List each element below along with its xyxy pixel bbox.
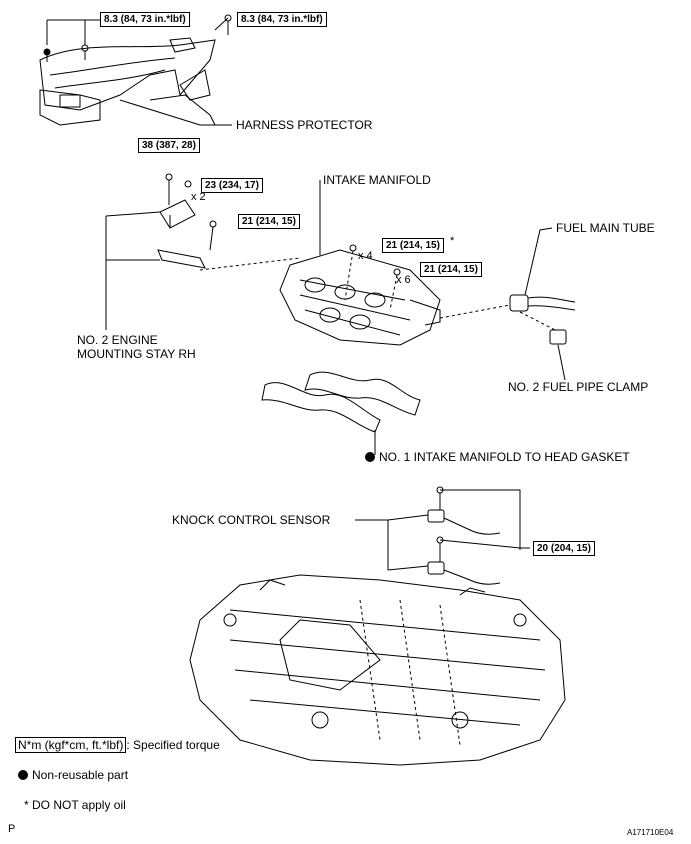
legend-dot-icon (18, 770, 28, 780)
torque-manifold-x4: 21 (214, 15) (382, 238, 444, 253)
nonreusable-dot-icon (365, 452, 375, 462)
legend-torque: N*m (kgf*cm, ft.*lbf): Specified torque (15, 737, 220, 753)
engine-stay-drawing (105, 173, 301, 330)
label-harness-protector: HARNESS PROTECTOR (236, 118, 373, 132)
harness-leader (119, 99, 232, 126)
legend-no-oil: * DO NOT apply oil (24, 798, 126, 812)
legend-torque-unit: N*m (kgf*cm, ft.*lbf) (15, 737, 127, 753)
torque-stay-x2: 23 (234, 17) (201, 178, 263, 193)
count-x2: x 2 (191, 191, 206, 203)
fuel-tube-drawing (509, 227, 576, 381)
torque-knock: 20 (204, 15) (533, 541, 595, 556)
intake-manifold-drawing (279, 180, 511, 346)
label-fuel-pipe-clamp: NO. 2 FUEL PIPE CLAMP (508, 380, 649, 394)
label-fuel-main-tube: FUEL MAIN TUBE (556, 221, 655, 235)
torque-stay-bolt: 21 (214, 15) (238, 214, 300, 229)
label-engine-stay-line1: NO. 2 ENGINE (77, 333, 158, 347)
footer-page-marker: P (8, 823, 16, 835)
label-gasket: NO. 1 INTAKE MANIFOLD TO HEAD GASKET (365, 450, 630, 464)
gasket-drawing (261, 371, 421, 455)
torque-harness-left: 8.3 (84, 73 in.*lbf) (100, 12, 190, 27)
torque-manifold-x6: 21 (214, 15) (420, 262, 482, 277)
asterisk-mark: * (450, 235, 455, 247)
count-x6: x 6 (396, 274, 411, 286)
label-knock-sensor: KNOCK CONTROL SENSOR (172, 513, 331, 527)
label-gasket-text: NO. 1 INTAKE MANIFOLD TO HEAD GASKET (379, 450, 630, 464)
legend-nonreusable: Non-reusable part (18, 768, 128, 782)
torque-harness-right: 8.3 (84, 73 in.*lbf) (237, 12, 327, 27)
torque-stay-top: 38 (387, 28) (138, 138, 200, 153)
footer-figure-id: A171710E04 (627, 828, 674, 837)
knock-sensor-drawing (355, 486, 530, 585)
label-intake-manifold: INTAKE MANIFOLD (323, 173, 431, 187)
legend-torque-desc: : Specified torque (126, 738, 220, 752)
label-engine-stay-line2: MOUNTING STAY RH (77, 347, 196, 361)
engine-block-drawing (189, 574, 566, 766)
harness-protector-drawing (39, 14, 232, 126)
count-x4: x 4 (358, 250, 373, 262)
legend-nonreusable-text: Non-reusable part (32, 768, 129, 782)
